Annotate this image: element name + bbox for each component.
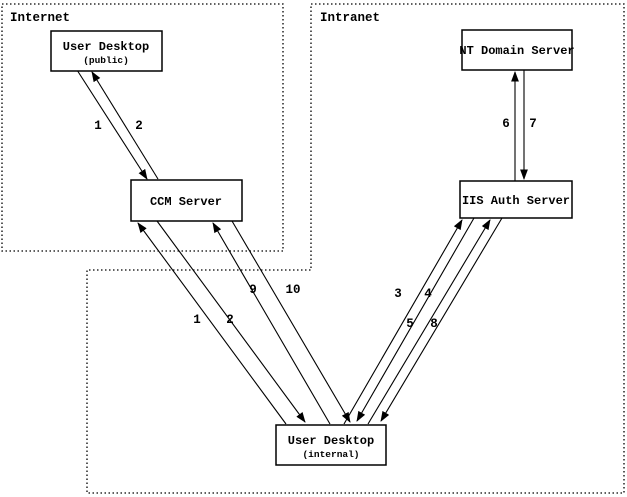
- user-desktop-internal-sublabel: (internal): [302, 449, 359, 460]
- ccm-server-label: CCM Server: [150, 195, 222, 209]
- nt-domain-server-label: NT Domain Server: [459, 44, 574, 58]
- arrow-1-public-desktop-to-ccm: [76, 69, 148, 180]
- flow-label-2-upper: 2: [135, 119, 143, 133]
- flow-label-4: 4: [424, 287, 432, 301]
- arrow-9-internal-desktop-to-ccm: [212, 222, 331, 425]
- nt-domain-server-box: [461, 29, 573, 71]
- user-desktop-public-box: [50, 30, 163, 72]
- flow-label-6: 6: [502, 117, 510, 131]
- arrow-2-ccm-to-public-desktop: [91, 71, 159, 180]
- intranet-region-label: Intranet: [320, 11, 380, 25]
- arrow-8-iis-to-internal-desktop: [380, 217, 503, 422]
- internet-region-label: Internet: [10, 11, 70, 25]
- flow-label-1-lower: 1: [193, 313, 201, 327]
- arrow-1-internal-desktop-to-ccm: [137, 222, 287, 425]
- node-ccm-server: CCM Server: [130, 179, 243, 222]
- node-iis-auth-server: IIS Auth Server: [459, 180, 573, 219]
- flow-label-9: 9: [249, 283, 257, 297]
- user-desktop-public-sublabel: (public): [83, 55, 129, 66]
- flow-label-5: 5: [406, 317, 414, 331]
- flow-label-10: 10: [285, 283, 300, 297]
- arrow-4-iis-to-internal-desktop: [356, 217, 475, 422]
- iis-auth-server-label: IIS Auth Server: [462, 194, 570, 208]
- arrow-5-internal-desktop-to-iis: [367, 219, 491, 425]
- flow-label-1-upper: 1: [94, 119, 102, 133]
- user-desktop-internal-label: User Desktop: [288, 434, 374, 448]
- node-nt-domain-server: NT Domain Server: [459, 29, 575, 71]
- arrow-3-internal-desktop-to-iis: [343, 219, 463, 425]
- flow-label-7: 7: [529, 117, 537, 131]
- iis-auth-server-box: [459, 180, 573, 219]
- node-user-desktop-internal: User Desktop (internal): [275, 424, 387, 466]
- flow-label-2-lower: 2: [226, 313, 234, 327]
- node-user-desktop-public: User Desktop (public): [50, 30, 163, 72]
- ccm-server-box: [130, 179, 243, 222]
- user-desktop-internal-box: [275, 424, 387, 466]
- arrow-2-ccm-to-internal-desktop: [156, 220, 306, 423]
- intranet-region-boundary: [86, 3, 625, 494]
- user-desktop-public-label: User Desktop: [63, 40, 149, 54]
- flow-label-3: 3: [394, 287, 402, 301]
- flow-label-8: 8: [430, 317, 438, 331]
- internet-region-boundary: [1, 3, 284, 252]
- arrow-10-ccm-to-internal-desktop: [231, 220, 351, 423]
